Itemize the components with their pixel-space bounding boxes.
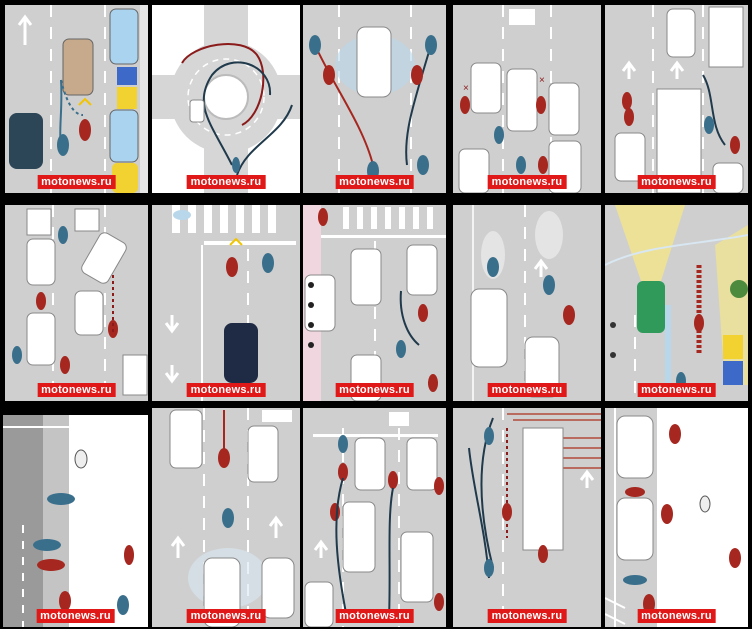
- svg-text:×: ×: [463, 83, 469, 94]
- watermark: motonews.ru: [335, 609, 414, 623]
- watermark: motonews.ru: [637, 609, 716, 623]
- watermark: motonews.ru: [487, 609, 567, 623]
- tile-2: motonews.ru: [152, 5, 300, 193]
- watermark: motonews.ru: [37, 383, 116, 397]
- watermark: motonews.ru: [487, 383, 567, 397]
- scene-parking: [605, 408, 748, 627]
- watermark: motonews.ru: [335, 383, 414, 397]
- tile-10: motonews.ru: [605, 205, 748, 401]
- watermark: motonews.ru: [186, 175, 266, 189]
- scene-lane-change: [303, 408, 446, 627]
- watermark: motonews.ru: [335, 175, 414, 189]
- svg-text:×: ×: [539, 75, 545, 86]
- tile-6: motonews.ru: [5, 205, 148, 401]
- tile-9: motonews.ru: [453, 205, 601, 401]
- scene-empty-lanes: [453, 205, 601, 401]
- watermark: motonews.ru: [637, 175, 716, 189]
- scene-curved-road: [3, 415, 148, 627]
- scene-overtake: [303, 5, 446, 193]
- scene-merging: [5, 205, 148, 401]
- tile-15: motonews.ru: [605, 408, 748, 627]
- watermark: motonews.ru: [186, 383, 266, 397]
- scene-lane-position: [152, 408, 300, 627]
- scene-crosswalk-stop: [152, 205, 300, 401]
- watermark: motonews.ru: [37, 175, 116, 189]
- tile-3: motonews.ru: [303, 5, 446, 193]
- scene-intersection: [303, 205, 446, 401]
- tile-4: × × motonews.ru: [453, 5, 601, 193]
- watermark: motonews.ru: [637, 383, 716, 397]
- tile-12: motonews.ru: [152, 408, 300, 627]
- tile-5: motonews.ru: [605, 5, 748, 193]
- tile-14: motonews.ru: [453, 408, 601, 627]
- scene-filtering: × ×: [453, 5, 601, 193]
- scene-lane-split: [5, 5, 148, 193]
- tile-13: motonews.ru: [303, 408, 446, 627]
- tile-1: motonews.ru: [5, 5, 148, 193]
- scene-roundabout: [152, 5, 300, 193]
- scene-truck: [453, 408, 601, 627]
- scene-bus: [605, 5, 748, 193]
- watermark: motonews.ru: [186, 609, 266, 623]
- tile-8: motonews.ru: [303, 205, 446, 401]
- watermark: motonews.ru: [487, 175, 567, 189]
- tile-7: motonews.ru: [152, 205, 300, 401]
- scene-headlight: [605, 205, 748, 401]
- tile-11: motonews.ru: [3, 415, 148, 627]
- watermark: motonews.ru: [36, 609, 115, 623]
